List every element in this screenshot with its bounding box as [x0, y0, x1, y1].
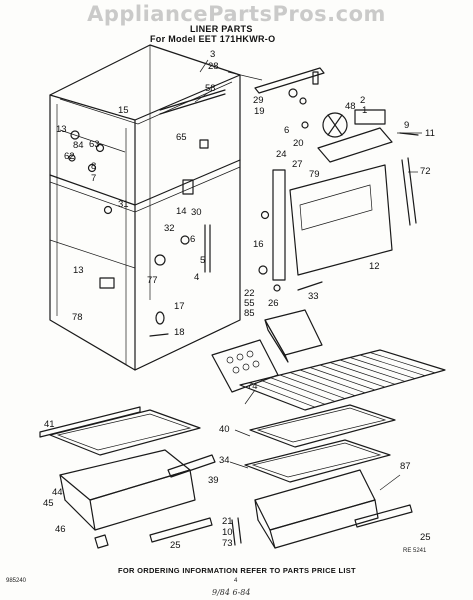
- callout-11: 11: [425, 128, 435, 139]
- callout-74: 74: [247, 381, 258, 392]
- wire-shelf-rod: [369, 352, 436, 374]
- callout-46: 46: [55, 524, 66, 535]
- callout-63: 63: [89, 139, 100, 150]
- callout-79: 79: [309, 169, 320, 180]
- callout-32: 32: [164, 223, 175, 234]
- callout-78: 78: [72, 312, 83, 323]
- callout-20: 20: [293, 138, 304, 149]
- callout-72: 72: [420, 166, 431, 177]
- callout-45: 45: [43, 498, 54, 509]
- upper-right-parts: [254, 67, 419, 292]
- callout-1: 1: [362, 105, 368, 116]
- callout-84: 84: [73, 140, 84, 151]
- callout-16: 16: [253, 239, 264, 250]
- callout-25a: 25: [170, 540, 181, 551]
- leader-lines: [194, 59, 422, 491]
- wire-shelf-rod: [249, 382, 316, 408]
- callout-87: 87: [400, 461, 411, 472]
- liner-cabinet: [49, 44, 241, 371]
- wire-shelf-rod: [269, 377, 336, 402]
- wire-shelf-rod: [289, 372, 356, 397]
- title-line-2: For Model EET 171HKWR-O: [150, 34, 276, 44]
- wire-shelf-rod: [259, 379, 326, 405]
- wire-shelf-rod: [329, 362, 396, 385]
- callout-44: 44: [52, 487, 63, 498]
- callout-85: 85: [244, 308, 255, 319]
- callout-7: 7: [91, 173, 97, 184]
- wire-shelf-rod: [349, 357, 416, 379]
- callout-26: 26: [268, 298, 279, 309]
- wire-shelf-rod: [279, 374, 346, 399]
- callout-73: 73: [222, 538, 233, 549]
- left-shelf-and-crisper: [39, 406, 413, 549]
- callout-8: 8: [91, 161, 97, 172]
- callout-33: 33: [308, 291, 319, 302]
- wire-shelf-rod: [359, 354, 426, 377]
- code-right: RE 5241: [403, 548, 427, 554]
- glass-shelves: [244, 404, 396, 483]
- handwritten-note: 9/84 6-84: [212, 588, 251, 597]
- wire-shelf: [239, 349, 446, 411]
- callout-27: 27: [292, 159, 303, 170]
- wire-shelf-rod: [309, 367, 376, 391]
- ordering-note: FOR ORDERING INFORMATION REFER TO PARTS …: [118, 566, 356, 575]
- code-left: 985240: [6, 578, 27, 584]
- callout-25b: 25: [420, 532, 431, 543]
- callout-13b: 13: [73, 265, 84, 276]
- callout-13a: 13: [56, 124, 67, 135]
- callout-15: 15: [118, 105, 129, 116]
- wire-shelf-rod: [299, 369, 366, 394]
- callout-21: 21: [222, 516, 233, 527]
- callout-5: 5: [200, 255, 206, 266]
- diagram-title: LINER PARTS For Model EET 171HKWR-O: [150, 24, 320, 44]
- callout-24: 24: [276, 149, 287, 160]
- callout-4: 4: [194, 272, 200, 283]
- callout-9: 9: [404, 120, 410, 131]
- callout-40: 40: [219, 424, 230, 435]
- callout-31: 31: [118, 199, 129, 210]
- page-number: 4: [234, 578, 238, 584]
- callout-3: 3: [210, 49, 216, 60]
- callout-58: 58: [205, 83, 216, 94]
- callout-34: 34: [219, 455, 230, 466]
- callout-17: 17: [174, 301, 185, 312]
- callout-62: 62: [64, 151, 75, 162]
- callout-12: 12: [369, 261, 380, 272]
- callout-18: 18: [174, 327, 185, 338]
- callout-10: 10: [222, 527, 233, 538]
- callout-30: 30: [191, 207, 202, 218]
- callout-65: 65: [176, 132, 187, 143]
- callout-14: 14: [176, 206, 187, 217]
- callout-29: 29: [253, 95, 264, 106]
- callout-22: 22: [244, 288, 255, 299]
- wire-shelf-rod: [319, 364, 386, 388]
- callout-6b: 6: [284, 125, 290, 136]
- wire-shelf-rod: [339, 359, 406, 382]
- crisper-right: [254, 469, 379, 549]
- callout-6a: 6: [190, 234, 196, 245]
- title-line-1: LINER PARTS: [190, 24, 253, 34]
- callout-55: 55: [244, 298, 255, 309]
- callout-41: 41: [44, 419, 55, 430]
- callout-19: 19: [254, 106, 265, 117]
- callout-39: 39: [208, 475, 219, 486]
- callout-48: 48: [345, 101, 356, 112]
- callout-28: 28: [208, 61, 219, 72]
- callout-77: 77: [147, 275, 158, 286]
- callout-2: 2: [360, 95, 366, 106]
- bins: [211, 309, 323, 393]
- watermark: AppliancePartsPros.com: [87, 2, 386, 26]
